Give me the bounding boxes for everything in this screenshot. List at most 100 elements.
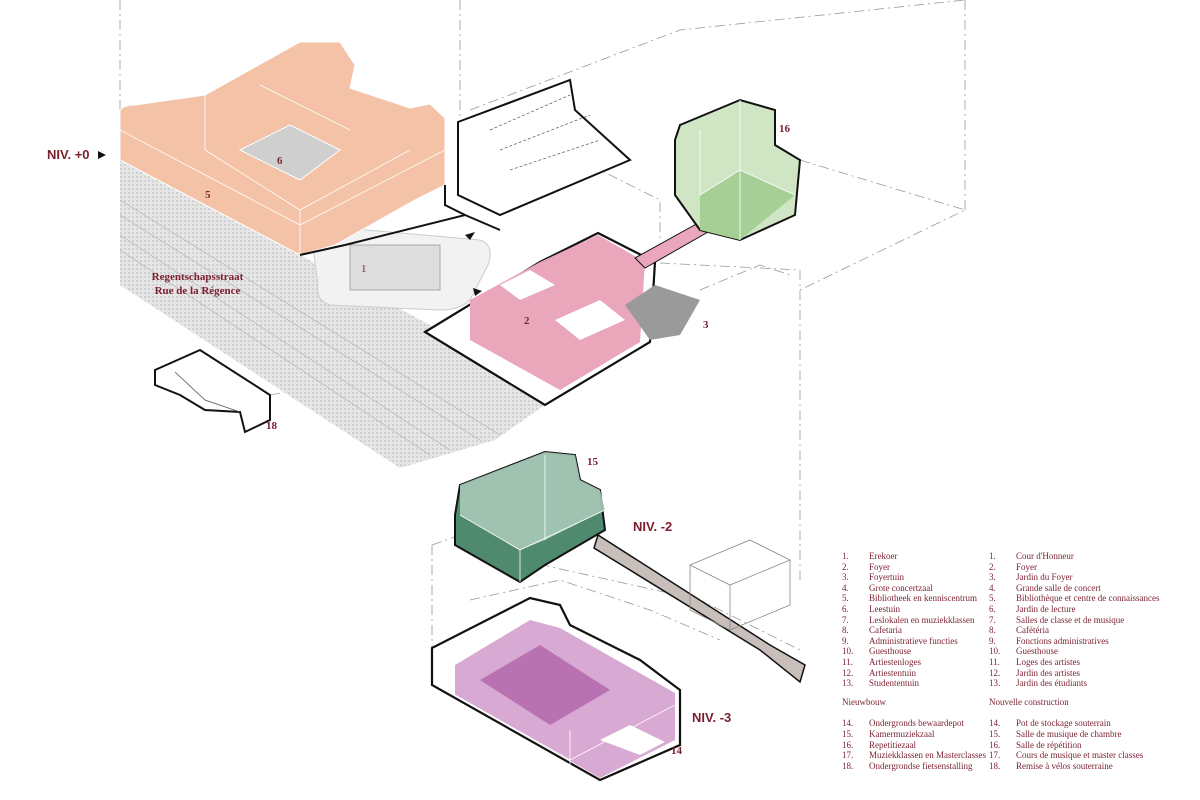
- legend-fr: Cour d'Honneur: [1016, 551, 1074, 561]
- legend-fr: Foyer: [1016, 561, 1037, 572]
- legend-n: 6.: [842, 603, 849, 614]
- legend-nl: Leestuin: [869, 603, 900, 614]
- legend-fr: Jardin des artistes: [1016, 667, 1080, 678]
- legend-item: 5. Bibliotheek en kenniscentrum 5. Biblioth…: [842, 593, 1172, 604]
- legend-nl: Leslokalen en muziekklassen: [869, 614, 975, 625]
- legend-fr: Cours de musique et master classes: [1016, 750, 1144, 761]
- legend-n: 7.: [989, 614, 996, 625]
- legend-n: 4.: [842, 582, 849, 593]
- legend-fr: Salle de musique de chambre: [1016, 728, 1122, 739]
- marker-2: 2: [524, 315, 530, 327]
- arrow-2: [473, 288, 482, 296]
- legend-fr: Grande salle de concert: [1016, 582, 1101, 593]
- marker-6: 6: [277, 155, 283, 167]
- legend-fr: Bibliothèque et centre de connaissances: [1016, 593, 1160, 604]
- level-label-minus2: NIV. -2: [633, 519, 673, 534]
- legend-nl: Ondergrondse fietsenstalling: [869, 760, 973, 771]
- legend-nl: Artiestentuin: [869, 667, 916, 678]
- legend-nl: Administratieve functies: [869, 635, 958, 646]
- legend-fr: Jardin du Foyer: [1016, 572, 1073, 583]
- legend-nl: Artiestenloges: [869, 656, 921, 667]
- legend-n: 2.: [842, 561, 849, 572]
- legend-n: 15.: [842, 728, 854, 739]
- legend-nl: Repetitiezaal: [869, 739, 916, 750]
- wireframe-volume: [689, 539, 791, 631]
- legend-nl: Foyertuin: [869, 572, 904, 583]
- legend-nl: Ondergronds bewaardepot: [869, 718, 965, 729]
- legend-n: 16.: [989, 739, 1001, 750]
- legend-n: 13.: [989, 678, 1001, 689]
- marker-15: 15: [587, 456, 598, 468]
- legend-nl: Kamermuziekzaal: [869, 728, 935, 739]
- legend-n: 12.: [989, 667, 1001, 678]
- legend-n: 5.: [842, 593, 849, 604]
- legend-n: 7.: [842, 614, 849, 625]
- street-name-fr: Rue de la Régence: [154, 285, 241, 297]
- courtyard-1: [349, 244, 441, 291]
- legend-heading-fr: Nouvelle construction: [989, 696, 1069, 707]
- marker-1: 1: [361, 263, 367, 275]
- legend-n: 14.: [842, 718, 854, 729]
- legend-n: 11.: [842, 656, 853, 667]
- legend-nl: Muziekklassen en Masterclasses: [869, 750, 986, 761]
- legend-n: 9.: [989, 635, 996, 646]
- legend-fr: Guesthouse: [1016, 646, 1058, 657]
- level-label-minus3: NIV. -3: [692, 710, 732, 725]
- legend-n: 11.: [989, 656, 1000, 667]
- legend-fr: Jardin de lecture: [1016, 603, 1076, 614]
- reading-garden-6: [238, 124, 341, 181]
- legend-fr: Loges des artistes: [1016, 656, 1080, 667]
- legend-item: 15. Kamermuziekzaal 15. Salle de musique de…: [842, 729, 1172, 740]
- legend-n: 1.: [842, 551, 849, 561]
- legend-fr: Salle de répétition: [1016, 739, 1082, 750]
- legend-nl: Erekoer: [869, 551, 898, 561]
- legend-n: 18.: [989, 760, 1001, 771]
- foyer-2: [470, 235, 645, 390]
- legend-nl: Foyer: [869, 561, 890, 572]
- bike-storage-18: [154, 348, 271, 434]
- legend-n: 10.: [842, 646, 854, 657]
- legend-n: 14.: [989, 718, 1001, 729]
- tram-lines: [119, 199, 501, 456]
- legend-n: 2.: [989, 561, 996, 572]
- legend-fr: Jardin des étudiants: [1016, 678, 1087, 689]
- legend-item: 12. Artiestentuin 12. Jardin des artistes: [842, 668, 1172, 679]
- street-ground: [120, 160, 545, 468]
- marker-3: 3: [703, 319, 709, 331]
- street-name: Regentschapsstraat Rue de la Régence: [140, 270, 255, 298]
- legend-fr: Cafétéria: [1016, 625, 1049, 636]
- street-name-nl: Regentschapsstraat: [151, 271, 244, 283]
- legend-nl: Bibliotheek en kenniscentrum: [869, 593, 977, 604]
- legend-item: 2. Foyer 2. Foyer: [842, 562, 1172, 573]
- marker-14: 14: [671, 745, 682, 757]
- legend-n: 5.: [989, 593, 996, 604]
- tunnel-connector: [593, 533, 806, 684]
- legend-n: 15.: [989, 728, 1001, 739]
- legend-new-heading: Nieuwbouw Nouvelle construction: [842, 697, 1172, 708]
- arrow-niv0: [98, 151, 106, 159]
- legend-n: 17.: [842, 750, 854, 761]
- legend-n: 18.: [842, 760, 854, 771]
- foyer-garden-3: [625, 285, 700, 340]
- marker-18: 18: [266, 420, 277, 432]
- building-outline-top: [457, 78, 632, 217]
- bridge-connector: [634, 221, 709, 269]
- legend-n: 12.: [842, 667, 854, 678]
- legend-nl: Studententuin: [869, 678, 919, 689]
- legend-n: 8.: [842, 625, 849, 636]
- legend-n: 3.: [989, 572, 996, 583]
